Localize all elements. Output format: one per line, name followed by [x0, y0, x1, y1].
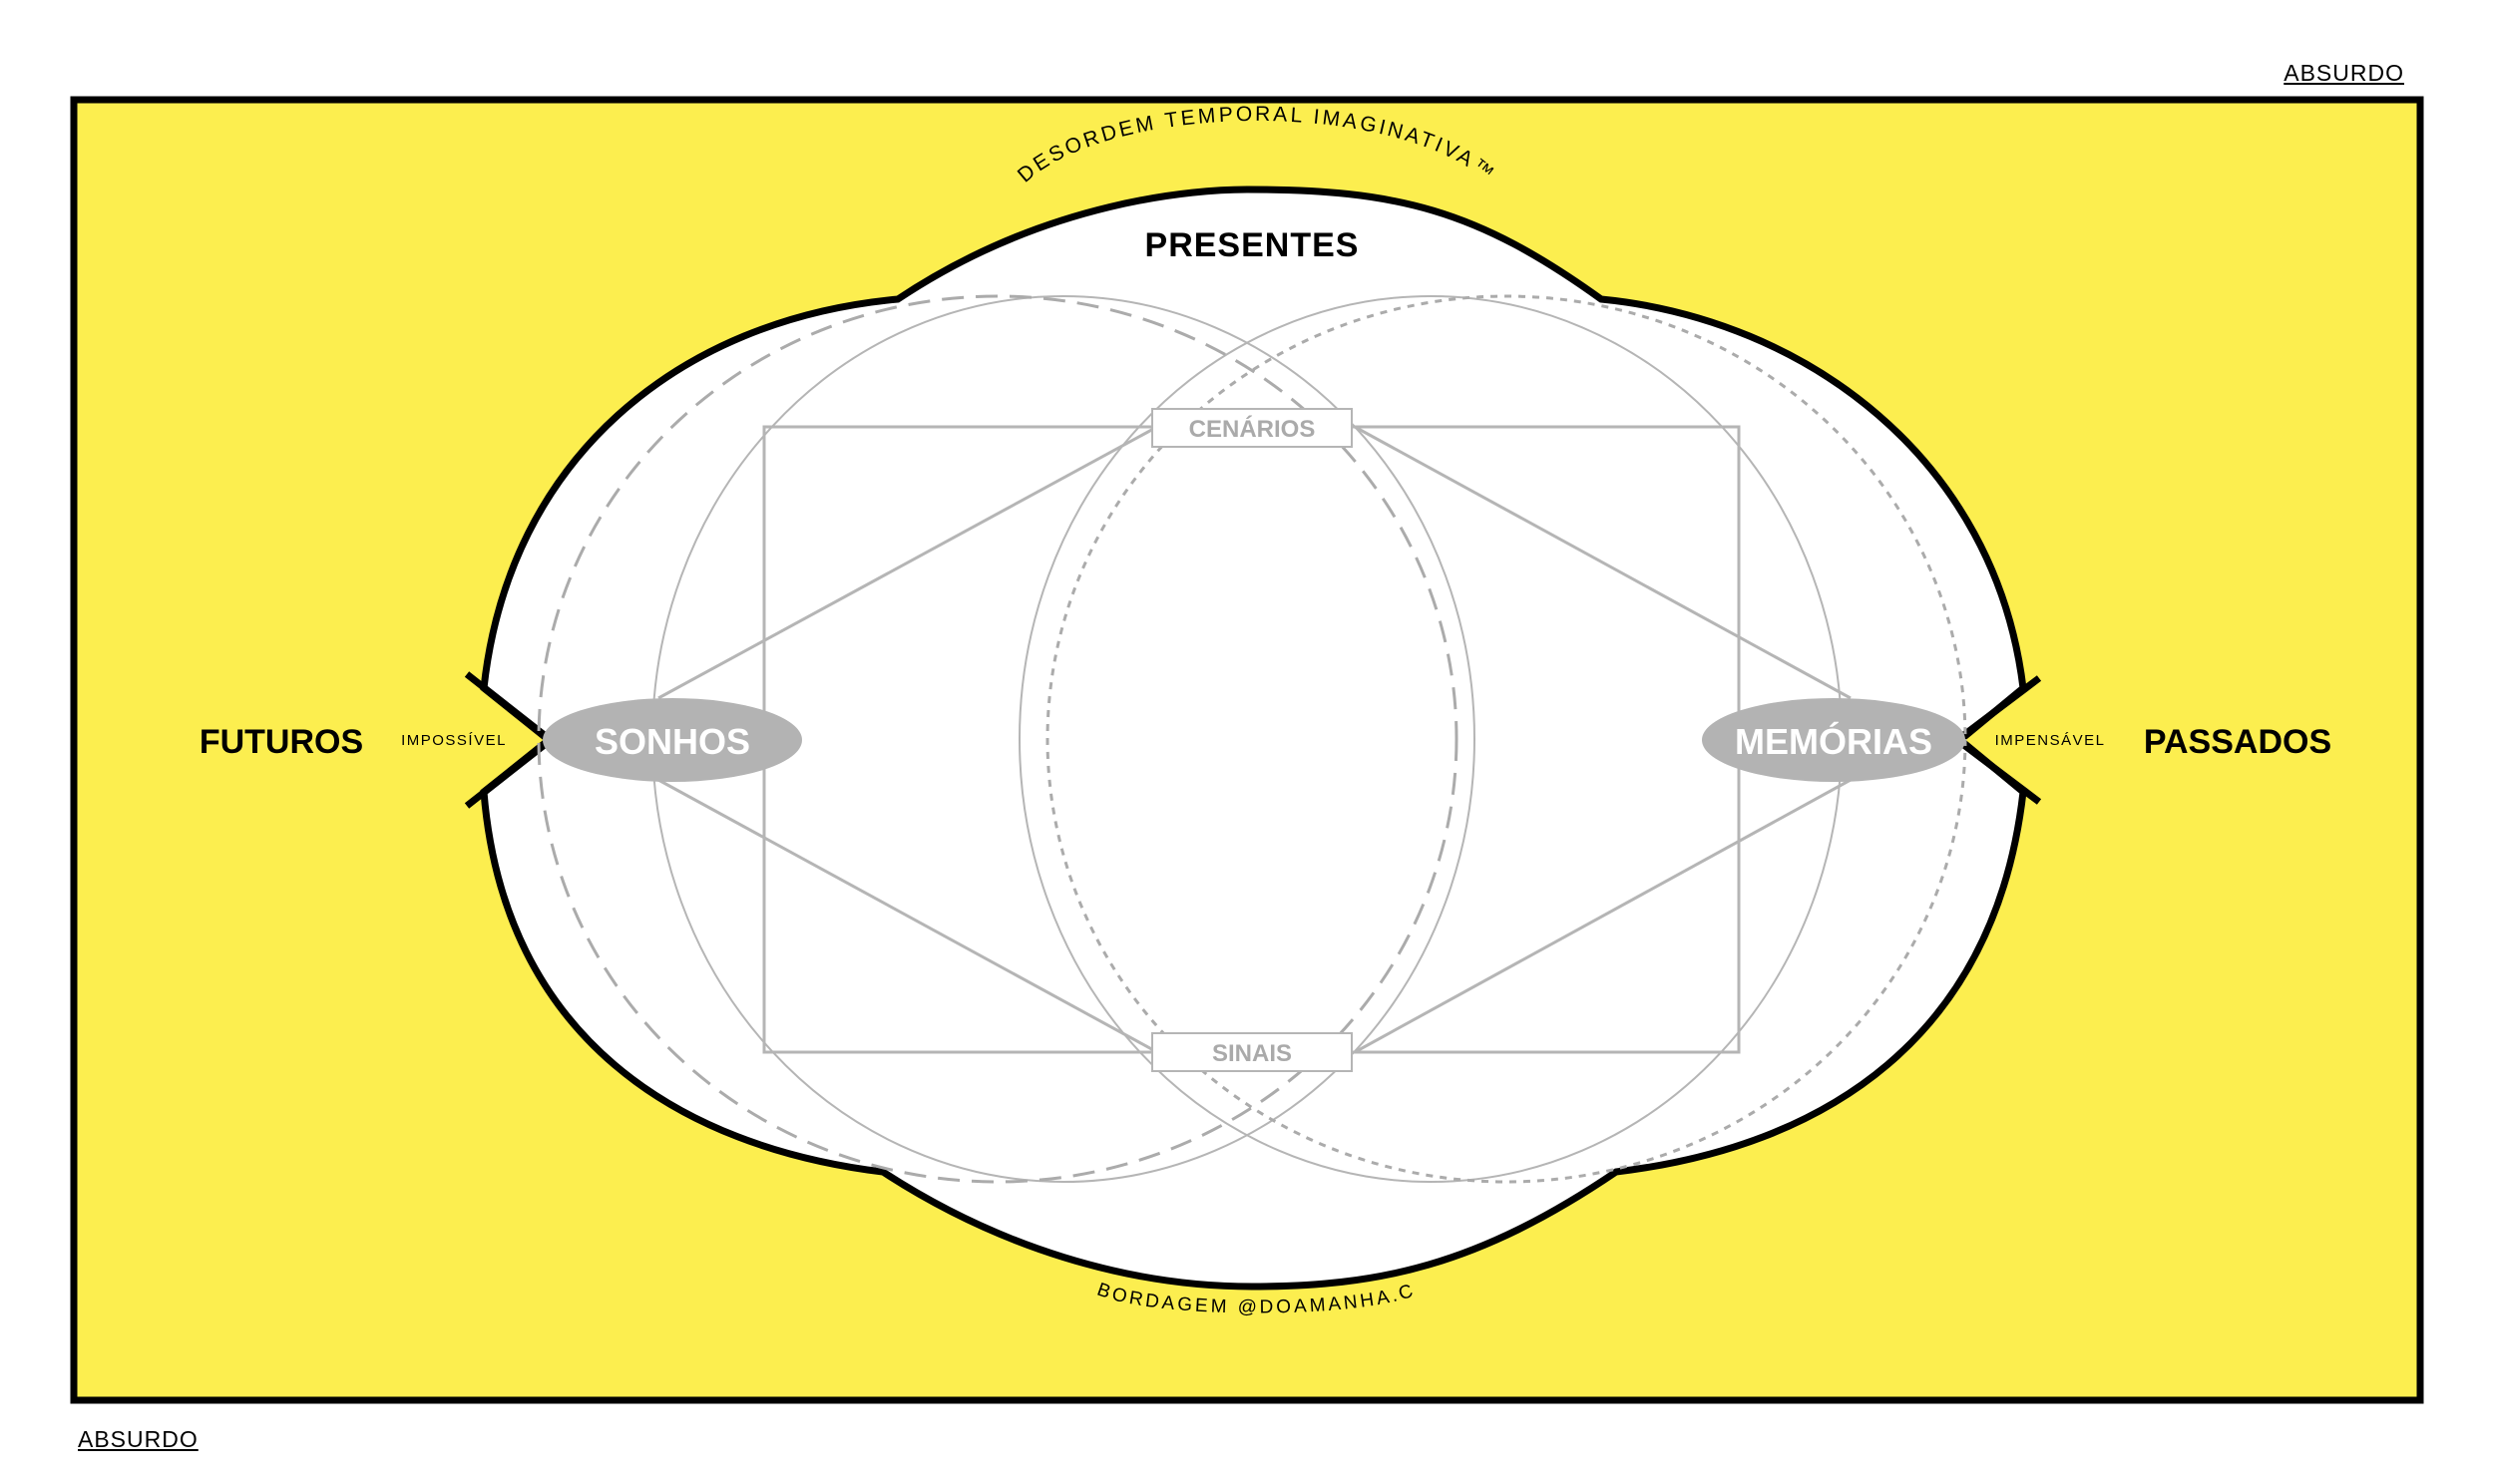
cenarios-label: CENÁRIOS	[1189, 415, 1316, 443]
passados-label: PASSADOS	[2144, 723, 2331, 761]
line-memorias-sinais	[1354, 778, 1852, 1054]
line-memorias-cenarios	[1354, 425, 1852, 700]
sinais-box	[1151, 1032, 1353, 1072]
memorias-label: MEMÓRIAS	[1735, 720, 1932, 762]
impensavel-label: IMPENSÁVEL	[1995, 732, 2106, 749]
presentes-label: PRESENTES	[1145, 226, 1360, 264]
sonhos-pill	[543, 698, 802, 782]
sinais-label: SINAIS	[1212, 1040, 1292, 1067]
absurdo-label-bottom: ABSURDO	[78, 1426, 199, 1452]
absurdo-label-top: ABSURDO	[2284, 60, 2404, 86]
dashed-circle-left	[537, 294, 1458, 1184]
futuros-label: FUTUROS	[200, 723, 363, 761]
memorias-pill	[1702, 698, 1965, 782]
impossivel-label: IMPOSSÍVEL	[401, 732, 507, 749]
dashed-circle-right	[1045, 294, 1967, 1184]
cenarios-box	[1151, 408, 1353, 448]
line-sonhos-cenarios	[657, 425, 1158, 700]
line-sonhos-sinais	[657, 778, 1158, 1054]
sonhos-label: SONHOS	[595, 721, 750, 762]
